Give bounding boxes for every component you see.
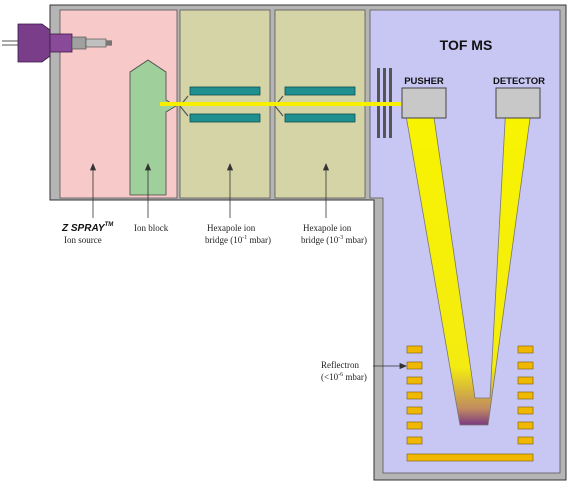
hexapole1-line2-start: bridge (10 bbox=[205, 235, 243, 245]
hexapole1-exp: -1 bbox=[242, 235, 247, 241]
hexapole-rod-1-bottom bbox=[189, 113, 261, 123]
reflectron-lens-left bbox=[406, 376, 423, 385]
reflectron-lens-left bbox=[406, 361, 423, 370]
reflectron-back-plate bbox=[406, 453, 534, 462]
pusher-label: PUSHER bbox=[404, 76, 444, 87]
hexapole1-line1: Hexapole ion bbox=[207, 223, 256, 233]
reflectron-lens-left bbox=[406, 345, 423, 354]
reflectron-line2-end: mbar) bbox=[343, 372, 367, 382]
hexapole2-line1: Hexapole ion bbox=[303, 223, 352, 233]
reflectron-lens-right bbox=[517, 421, 534, 430]
hexapole2-exp: -3 bbox=[338, 235, 343, 241]
ion-block-label: Ion block bbox=[134, 223, 169, 233]
reflectron-exp: -6 bbox=[338, 372, 343, 378]
label-leader-lines bbox=[89, 162, 408, 370]
reflectron-lens-right bbox=[517, 391, 534, 400]
zspray-brand: Z SPRAY bbox=[61, 223, 106, 234]
reflectron-line1: Reflectron bbox=[321, 360, 359, 370]
hexapole2-line2-start: bridge (10 bbox=[301, 235, 339, 245]
detector-label: DETECTOR bbox=[493, 76, 545, 87]
hexapole2-line2-end: mbar) bbox=[343, 235, 367, 245]
detector-box bbox=[495, 87, 541, 119]
pusher-box bbox=[401, 87, 447, 119]
zspray-tm: TM bbox=[105, 222, 115, 228]
reflectron-lens-stack bbox=[406, 345, 534, 462]
reflectron-lens-right bbox=[517, 406, 534, 415]
reflectron-lens-left bbox=[406, 406, 423, 415]
ion-block bbox=[129, 59, 177, 196]
reflectron-lens-left bbox=[406, 436, 423, 445]
reflectron-line2: (<10-6 mbar) bbox=[321, 372, 367, 382]
hexapole1-line2-end: mbar) bbox=[247, 235, 271, 245]
hexapole-rod-2-bottom bbox=[284, 113, 356, 123]
hexapole-rod-2-top bbox=[284, 86, 356, 96]
spray-inlet-probe bbox=[2, 23, 112, 63]
reflectron-lens-left bbox=[406, 391, 423, 400]
reflectron-lens-right bbox=[517, 436, 534, 445]
reflectron-lens-right bbox=[517, 376, 534, 385]
hexapole-rod-1-top bbox=[189, 86, 261, 96]
reflectron-lens-right bbox=[517, 345, 534, 354]
ion-beam-horizontal bbox=[160, 102, 440, 106]
tof-ms-title: TOF MS bbox=[440, 37, 493, 53]
zspray-label: Z SPRAYTM bbox=[61, 222, 114, 234]
zspray-subtitle: Ion source bbox=[64, 235, 102, 245]
reflectron-line2-start: (<10 bbox=[321, 372, 339, 382]
hexapole1-line2: bridge (10-1 mbar) bbox=[205, 235, 271, 245]
reflectron-lens-left bbox=[406, 421, 423, 430]
reflectron-lens-right bbox=[517, 361, 534, 370]
hexapole2-line2: bridge (10-3 mbar) bbox=[301, 235, 367, 245]
